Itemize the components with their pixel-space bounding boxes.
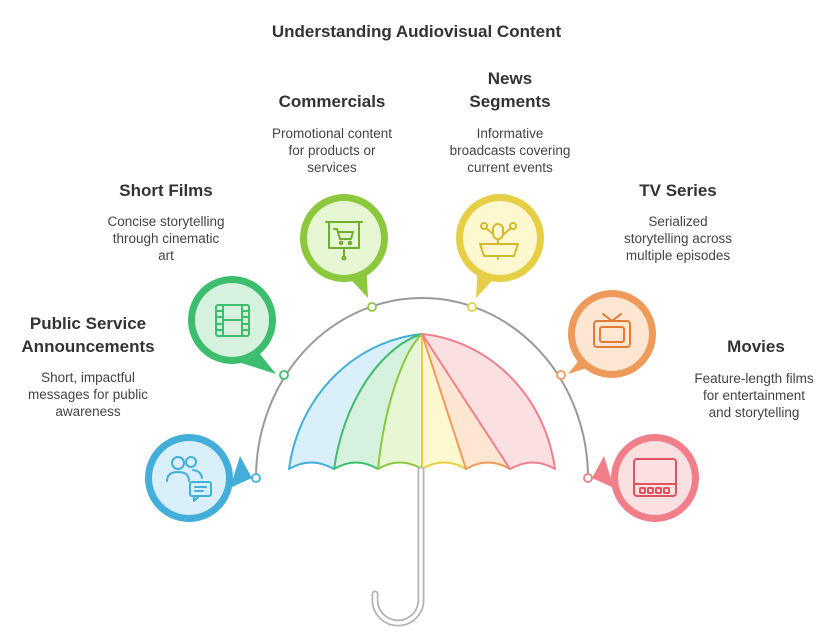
movies-description-line: and storytelling xyxy=(708,405,800,420)
commercials-description-line: for products or xyxy=(288,143,376,158)
movies-heading-line: Movies xyxy=(727,337,785,356)
tv-series-description-line: storytelling across xyxy=(623,231,733,246)
arc-dot-short-films xyxy=(279,370,289,380)
short-films-description-line: through cinematic xyxy=(112,231,220,246)
canopy-segment-teal xyxy=(333,333,423,470)
tv-series-description-line: Serialized xyxy=(648,214,708,229)
tv-series-bubble xyxy=(568,290,656,378)
tv-series-heading: TV Series xyxy=(598,179,758,202)
arc-dot-psa xyxy=(251,473,261,483)
psa-description-line: Short, impactful xyxy=(41,370,135,385)
news-bubble xyxy=(456,194,544,298)
commercials-description-line: services xyxy=(307,160,357,175)
psa-heading: Public Service Announcements xyxy=(8,312,168,358)
tv-series-heading-line: TV Series xyxy=(639,181,717,200)
arc-line xyxy=(255,297,589,479)
movies-description: Feature-length films for entertainment a… xyxy=(676,370,832,421)
cart-presentation-icon xyxy=(325,221,363,261)
movies-description-line: Feature-length films xyxy=(694,371,814,386)
psa-heading-line: Public Service xyxy=(29,314,147,333)
short-films-heading: Short Films xyxy=(86,179,246,202)
commercials-heading-line: Commercials xyxy=(278,92,386,111)
psa-heading-line: Announcements xyxy=(21,337,155,356)
tv-series-description: Serialized storytelling across multiple … xyxy=(598,213,758,264)
news-description-line: broadcasts covering xyxy=(449,143,571,158)
commercials-heading: Commercials xyxy=(252,90,412,113)
news-description: Informative broadcasts covering current … xyxy=(430,125,590,176)
movies-bubble xyxy=(592,434,699,522)
short-films-description-line: Concise storytelling xyxy=(107,214,225,229)
film-strip-icon xyxy=(215,304,250,337)
psa-description-line: awareness xyxy=(55,404,121,419)
microphone-podium-icon xyxy=(479,222,519,260)
psa-description: Short, impactful messages for public awa… xyxy=(8,369,168,420)
canopy-segment-pink xyxy=(421,333,556,470)
short-films-description-line: art xyxy=(158,248,174,263)
movies-description-line: for entertainment xyxy=(702,388,806,403)
umbrella-canopy xyxy=(288,333,556,470)
news-heading-line: News xyxy=(487,69,533,88)
arc-dot-tv-series xyxy=(556,370,566,380)
short-films-description: Concise storytelling through cinematic a… xyxy=(86,213,246,264)
arc-dot-commercials xyxy=(367,302,377,312)
movies-heading: Movies xyxy=(678,335,833,358)
people-chat-icon xyxy=(166,456,212,502)
tv-series-description-line: multiple episodes xyxy=(625,248,731,263)
commercials-description: Promotional content for products or serv… xyxy=(252,125,412,176)
short-films-heading-line: Short Films xyxy=(119,181,213,200)
news-description-line: current events xyxy=(467,160,553,175)
umbrella-handle xyxy=(371,466,425,627)
news-heading: News Segments xyxy=(430,67,590,113)
arc-dot-news xyxy=(467,302,477,312)
canopy-segment-green xyxy=(377,333,423,470)
arc-dot-movies xyxy=(583,473,593,483)
screen-icon xyxy=(633,458,677,497)
diagram-title: Understanding Audiovisual Content xyxy=(271,22,562,41)
short-films-bubble xyxy=(188,276,276,374)
commercials-description-line: Promotional content xyxy=(271,126,393,141)
news-description-line: Informative xyxy=(476,126,544,141)
news-heading-line: Segments xyxy=(469,92,551,111)
television-icon xyxy=(593,313,631,348)
psa-bubble xyxy=(145,434,252,522)
psa-description-line: messages for public xyxy=(27,387,149,402)
commercials-bubble xyxy=(300,194,388,298)
